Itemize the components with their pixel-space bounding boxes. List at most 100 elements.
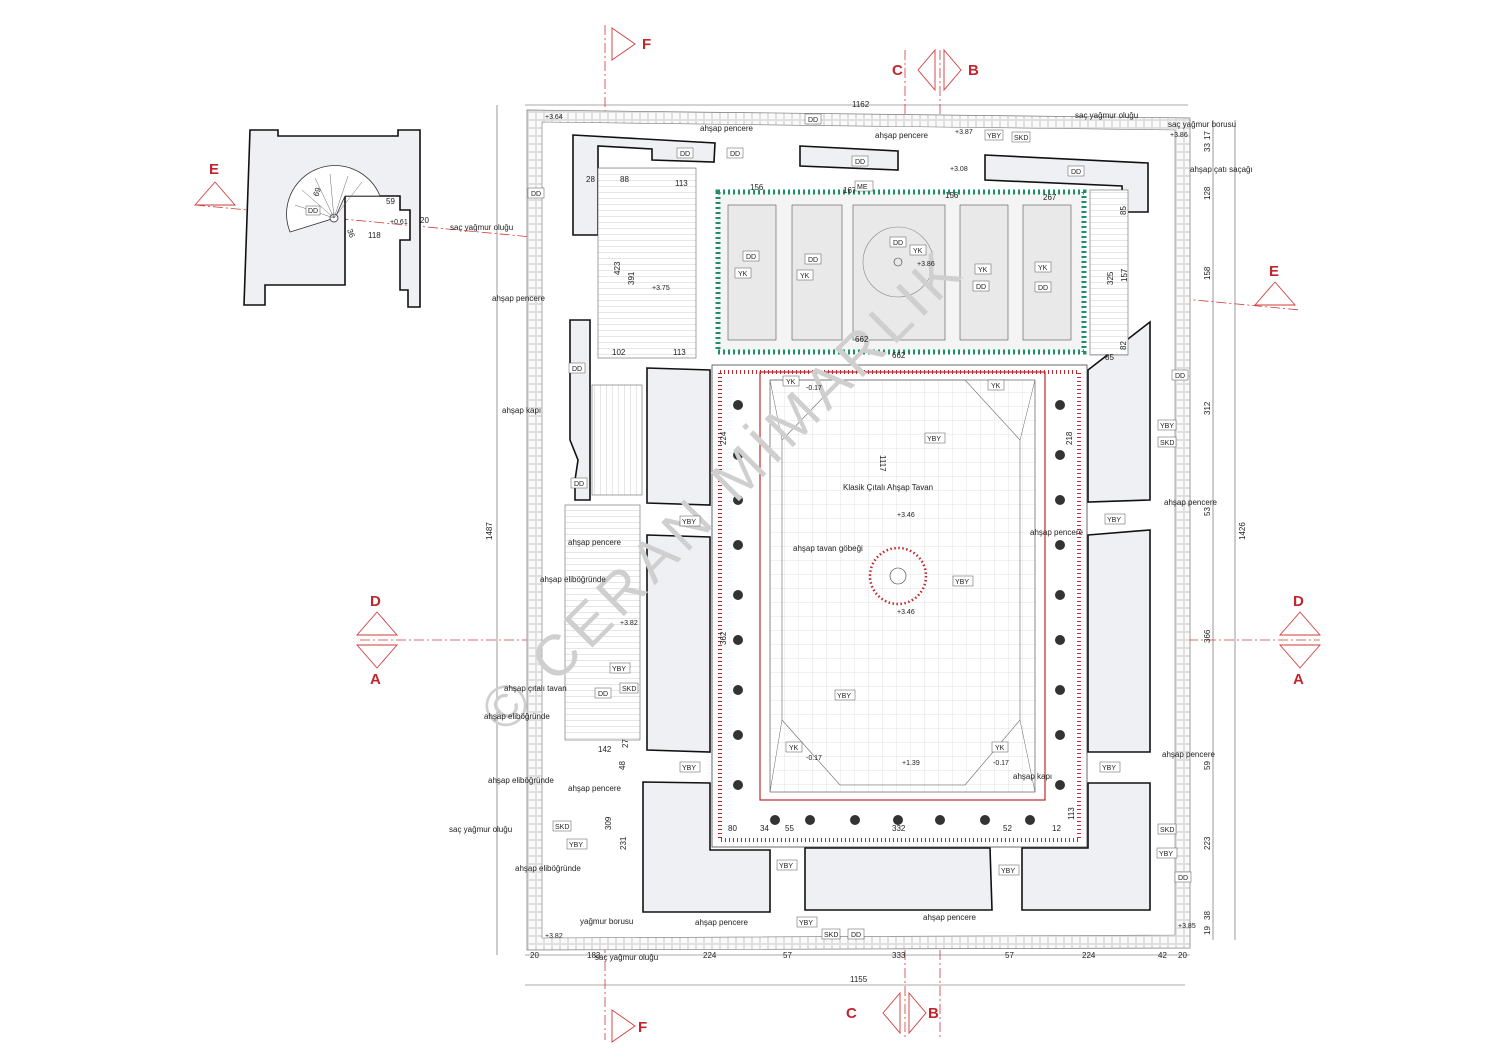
stair-dim-69: 69 (311, 186, 323, 198)
tag-skd-2: SKD (1160, 440, 1174, 447)
dim-156a: 156 (750, 183, 764, 192)
dim-423: 423 (613, 261, 622, 275)
section-label-e-right: E (1269, 263, 1279, 280)
dim-662b: 662 (892, 351, 906, 360)
dim-113a: 113 (675, 179, 688, 188)
label-ahsap-pencere-6: ahşap pencere (923, 913, 976, 922)
section-label-a-right: A (1293, 671, 1304, 688)
stair-dim-59: 59 (386, 197, 395, 206)
tag-yk-1: YK (913, 248, 923, 255)
dim-b5: 333 (892, 951, 906, 960)
level-139: +1.39 (902, 760, 920, 767)
tag-dd-5: DD (1071, 169, 1081, 176)
tag-dd-7: DD (893, 240, 903, 247)
label-yagmur-borusu: yağmur borusu (580, 917, 633, 926)
section-label-b-bottom: B (928, 1005, 939, 1022)
level-364: +3.64 (545, 114, 563, 121)
label-ahsap-cati-sacagi: ahşap çatı saçağı (1190, 165, 1253, 174)
ornamental-ceiling-panels (715, 189, 1087, 355)
tag-yby-9: YBY (682, 765, 696, 772)
tag-dd-17: DD (851, 932, 861, 939)
section-marker-da-right: D A (1279, 593, 1321, 688)
tag-dd-14: DD (574, 481, 584, 488)
label-ahsap-pencere-2: ahşap pencere (875, 131, 928, 140)
tag-yk-6: YK (786, 379, 796, 386)
material-tags: DD YBY SKD DD DD DD DD DD ME DD YK DD YK… (527, 113, 1192, 940)
label-ahsap-pencere-left: ahşap pencere (492, 294, 545, 303)
dim-b4: 57 (783, 951, 792, 960)
dim-88: 88 (620, 175, 629, 184)
tag-yby-7: YBY (612, 666, 626, 673)
tag-dd-4: DD (855, 159, 865, 166)
dim-55: 55 (785, 824, 794, 833)
tag-yby-13: YBY (779, 863, 793, 870)
level-375: +3.75 (652, 285, 670, 292)
dim-218: 218 (1065, 431, 1074, 445)
tag-yk-8: YK (789, 745, 799, 752)
level-386b: +3.86 (917, 261, 935, 268)
tag-dd-3: DD (730, 151, 740, 158)
section-label-e-left: E (209, 161, 219, 178)
dim-r4: 158 (1203, 266, 1212, 280)
main-hall-ceiling (711, 364, 1088, 848)
tag-yk-3: YK (800, 273, 810, 280)
label-ahsap-kapi: ahşap kapı (502, 406, 541, 415)
wooden-floor-areas (564, 167, 1129, 741)
dim-48: 48 (618, 761, 627, 770)
annotation-labels: saç yağmur oluğu saç yağmur borusu ahşap… (449, 111, 1253, 962)
dim-167: 167 (843, 186, 857, 195)
stair-level: +0.61 (390, 219, 408, 226)
tag-dd-16: DD (1178, 875, 1188, 882)
level-marks: +3.64 +3.87 +3.86 +3.08 +3.86 +3.75 -0.1… (545, 114, 1196, 940)
section-label-f-top: F (642, 36, 651, 53)
level-382: +3.82 (620, 620, 638, 627)
level-308: +3.08 (950, 166, 968, 173)
dim-r8: 59 (1203, 761, 1212, 770)
level-386a: +3.86 (1170, 132, 1188, 139)
dim-r9: 223 (1203, 836, 1212, 850)
tag-yk-9: YK (995, 745, 1005, 752)
label-ahsap-pencere-5: ahşap pencere (695, 918, 748, 927)
section-marker-f-top: F (611, 27, 651, 61)
dim-80: 80 (728, 824, 737, 833)
dim-left-total: 1487 (485, 522, 494, 540)
dim-142: 142 (598, 745, 612, 754)
label-ahsap-pencere-1: ahşap pencere (700, 124, 753, 133)
label-sac-yagmur-olugu-bottom: saç yağmur oluğu (595, 953, 658, 962)
tag-yby-11: YBY (569, 842, 583, 849)
dim-113c: 113 (1067, 807, 1076, 820)
tag-yby-10: YBY (1102, 765, 1116, 772)
dim-r3: 128 (1203, 186, 1212, 200)
dim-113b: 113 (673, 348, 686, 357)
level-387: +3.87 (955, 129, 973, 136)
level-346b: +3.46 (897, 609, 915, 616)
tag-me: ME (857, 184, 868, 191)
dim-156b: 156 (945, 191, 959, 200)
tag-skd-4: SKD (555, 824, 569, 831)
section-label-f-bottom: F (638, 1019, 647, 1036)
dim-b2: 183 (587, 951, 601, 960)
section-marker-f-bottom: F (611, 1009, 647, 1043)
dim-102: 102 (612, 348, 626, 357)
stair-dim-20: 20 (420, 216, 429, 225)
tag-yby-3: YBY (1160, 423, 1174, 430)
label-sac-yagmur-olugu-top: saç yağmur oluğu (1075, 111, 1138, 120)
tag-dd-10: DD (976, 284, 986, 291)
label-ahsap-pencere-3: ahşap pencere (568, 538, 621, 547)
label-ceiling-title: Klasik Çıtalı Ahşap Tavan (843, 483, 933, 492)
stair-dd-tag: DD (308, 208, 318, 215)
label-sac-yagmur-borusu-top: saç yağmur borusu (1168, 120, 1236, 129)
tag-dd-1: DD (808, 117, 818, 124)
section-marker-e-left: E (194, 161, 236, 206)
dim-224: 224 (719, 431, 728, 445)
dim-325: 325 (1106, 271, 1115, 285)
dim-85b: 85 (1105, 353, 1114, 362)
label-ahsap-pencere-right1: ahşap pencere (1164, 498, 1217, 507)
dim-b1: 20 (530, 951, 539, 960)
dim-b6: 57 (1005, 951, 1014, 960)
label-sac-yagmur-olugu-left: saç yağmur oluğu (450, 223, 513, 232)
level-017b: -0.17 (806, 755, 822, 762)
dim-231: 231 (619, 836, 628, 850)
dim-309: 309 (604, 816, 613, 830)
